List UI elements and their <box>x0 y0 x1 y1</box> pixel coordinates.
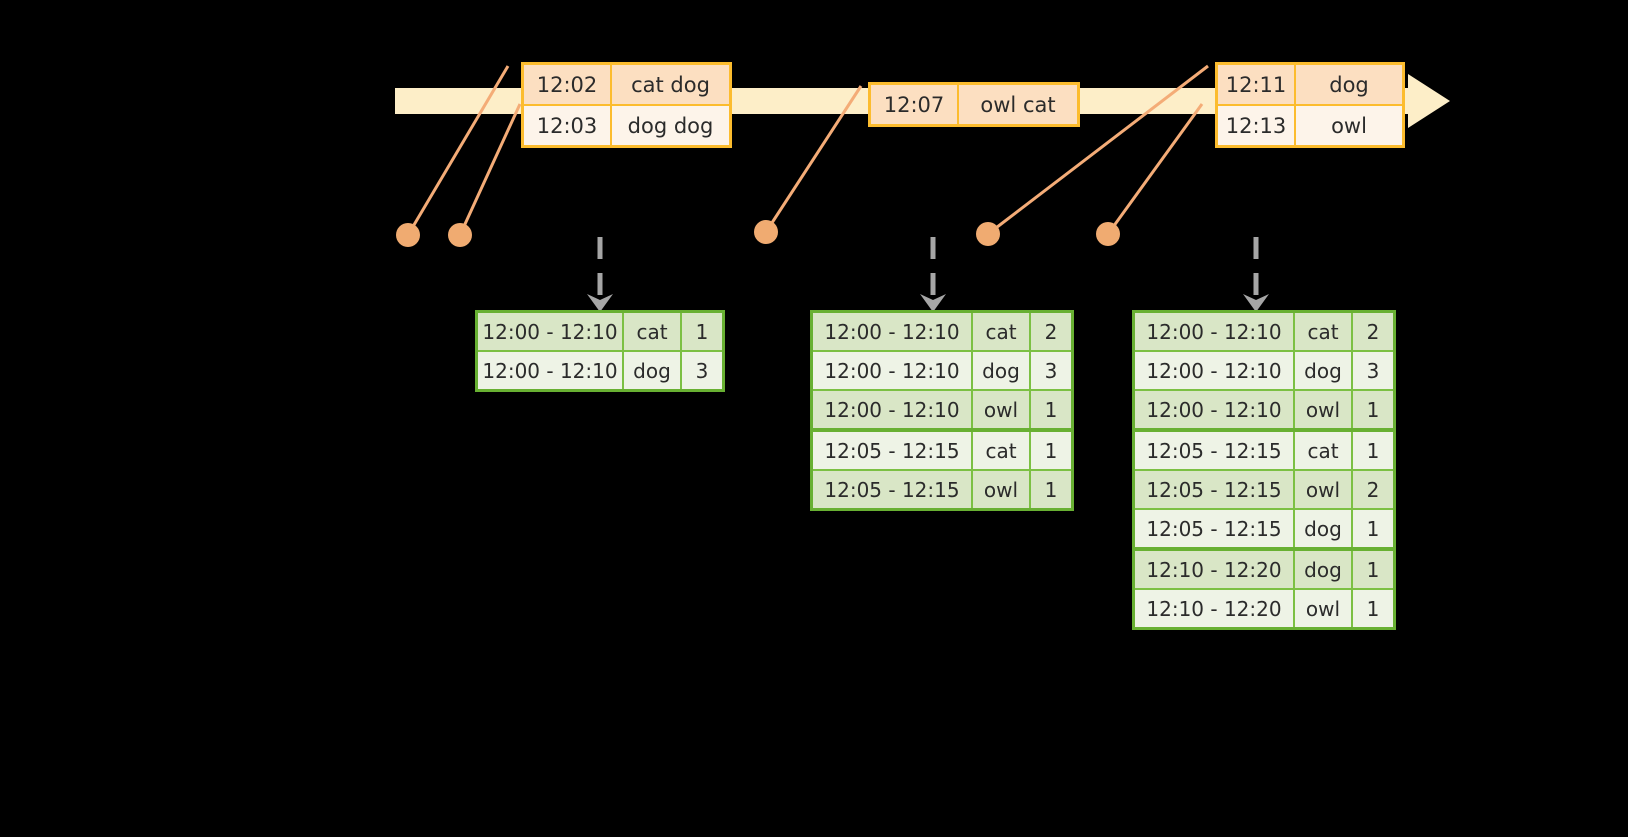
cell-key: dog <box>1295 352 1353 389</box>
cell-key: dog <box>1295 551 1353 588</box>
event-box-1[interactable]: 12:02 cat dog 12:03 dog dog <box>521 62 732 148</box>
event-row: 12:07 owl cat <box>871 85 1077 124</box>
event-marker-1203[interactable] <box>448 223 472 247</box>
cell-window: 12:00 - 12:10 <box>813 313 973 350</box>
cell-count: 1 <box>1031 432 1071 469</box>
event-row: 12:13 owl <box>1218 104 1402 145</box>
event-time: 12:02 <box>524 65 612 104</box>
cell-count: 1 <box>1031 471 1071 508</box>
cell-window: 12:00 - 12:10 <box>478 352 624 389</box>
cell-window: 12:05 - 12:15 <box>1135 471 1295 508</box>
cell-key: owl <box>973 471 1031 508</box>
cell-count: 1 <box>1031 391 1071 428</box>
cell-window: 12:00 - 12:10 <box>1135 391 1295 428</box>
cell-key: owl <box>1295 590 1353 627</box>
event-marker-1207[interactable] <box>754 220 778 244</box>
event-box-3[interactable]: 12:11 dog 12:13 owl <box>1215 62 1405 148</box>
event-marker-1213[interactable] <box>1096 222 1120 246</box>
event-words: dog dog <box>612 106 729 145</box>
cell-window: 12:10 - 12:20 <box>1135 551 1295 588</box>
event-words: owl <box>1296 106 1402 145</box>
cell-key: cat <box>973 432 1031 469</box>
event-words: dog <box>1296 65 1402 104</box>
cell-count: 3 <box>1031 352 1071 389</box>
event-time: 12:11 <box>1218 65 1296 104</box>
cell-window: 12:05 - 12:15 <box>1135 432 1295 469</box>
cell-key: dog <box>1295 510 1353 547</box>
event-row: 12:02 cat dog <box>524 65 729 104</box>
cell-window: 12:05 - 12:15 <box>813 471 973 508</box>
cell-count: 3 <box>682 352 722 389</box>
event-time: 12:13 <box>1218 106 1296 145</box>
event-marker-1202[interactable] <box>396 223 420 247</box>
cell-count: 1 <box>1353 551 1393 588</box>
event-row: 12:03 dog dog <box>524 104 729 145</box>
timeline-arrowhead-icon <box>1408 74 1450 128</box>
cell-window: 12:00 - 12:10 <box>478 313 624 350</box>
event-time: 12:03 <box>524 106 612 145</box>
event-row: 12:11 dog <box>1218 65 1402 104</box>
cell-key: owl <box>1295 471 1353 508</box>
cell-count: 2 <box>1353 471 1393 508</box>
cell-count: 1 <box>1353 432 1393 469</box>
cell-count: 1 <box>682 313 722 350</box>
cell-window: 12:00 - 12:10 <box>813 352 973 389</box>
event-marker-1211[interactable] <box>976 222 1000 246</box>
cell-window: 12:10 - 12:20 <box>1135 590 1295 627</box>
cell-count: 1 <box>1353 510 1393 547</box>
connector-1213 <box>1106 103 1204 235</box>
event-time: 12:07 <box>871 85 959 124</box>
cell-window: 12:00 - 12:10 <box>1135 313 1295 350</box>
cell-window: 12:05 - 12:15 <box>1135 510 1295 547</box>
event-box-2[interactable]: 12:07 owl cat <box>868 82 1080 127</box>
cell-count: 2 <box>1353 313 1393 350</box>
cell-key: dog <box>624 352 682 389</box>
cell-count: 1 <box>1353 391 1393 428</box>
cell-key: cat <box>973 313 1031 350</box>
cell-window: 12:05 - 12:15 <box>813 432 973 469</box>
cell-count: 3 <box>1353 352 1393 389</box>
cell-count: 1 <box>1353 590 1393 627</box>
cell-key: cat <box>1295 432 1353 469</box>
cell-window: 12:00 - 12:10 <box>1135 352 1295 389</box>
cell-window: 12:00 - 12:10 <box>813 391 973 428</box>
connector-1203 <box>458 103 522 236</box>
event-words: owl cat <box>959 85 1077 124</box>
cell-key: cat <box>624 313 682 350</box>
cell-key: owl <box>973 391 1031 428</box>
cell-key: owl <box>1295 391 1353 428</box>
event-words: cat dog <box>612 65 729 104</box>
cell-count: 2 <box>1031 313 1071 350</box>
cell-key: dog <box>973 352 1031 389</box>
cell-key: cat <box>1295 313 1353 350</box>
